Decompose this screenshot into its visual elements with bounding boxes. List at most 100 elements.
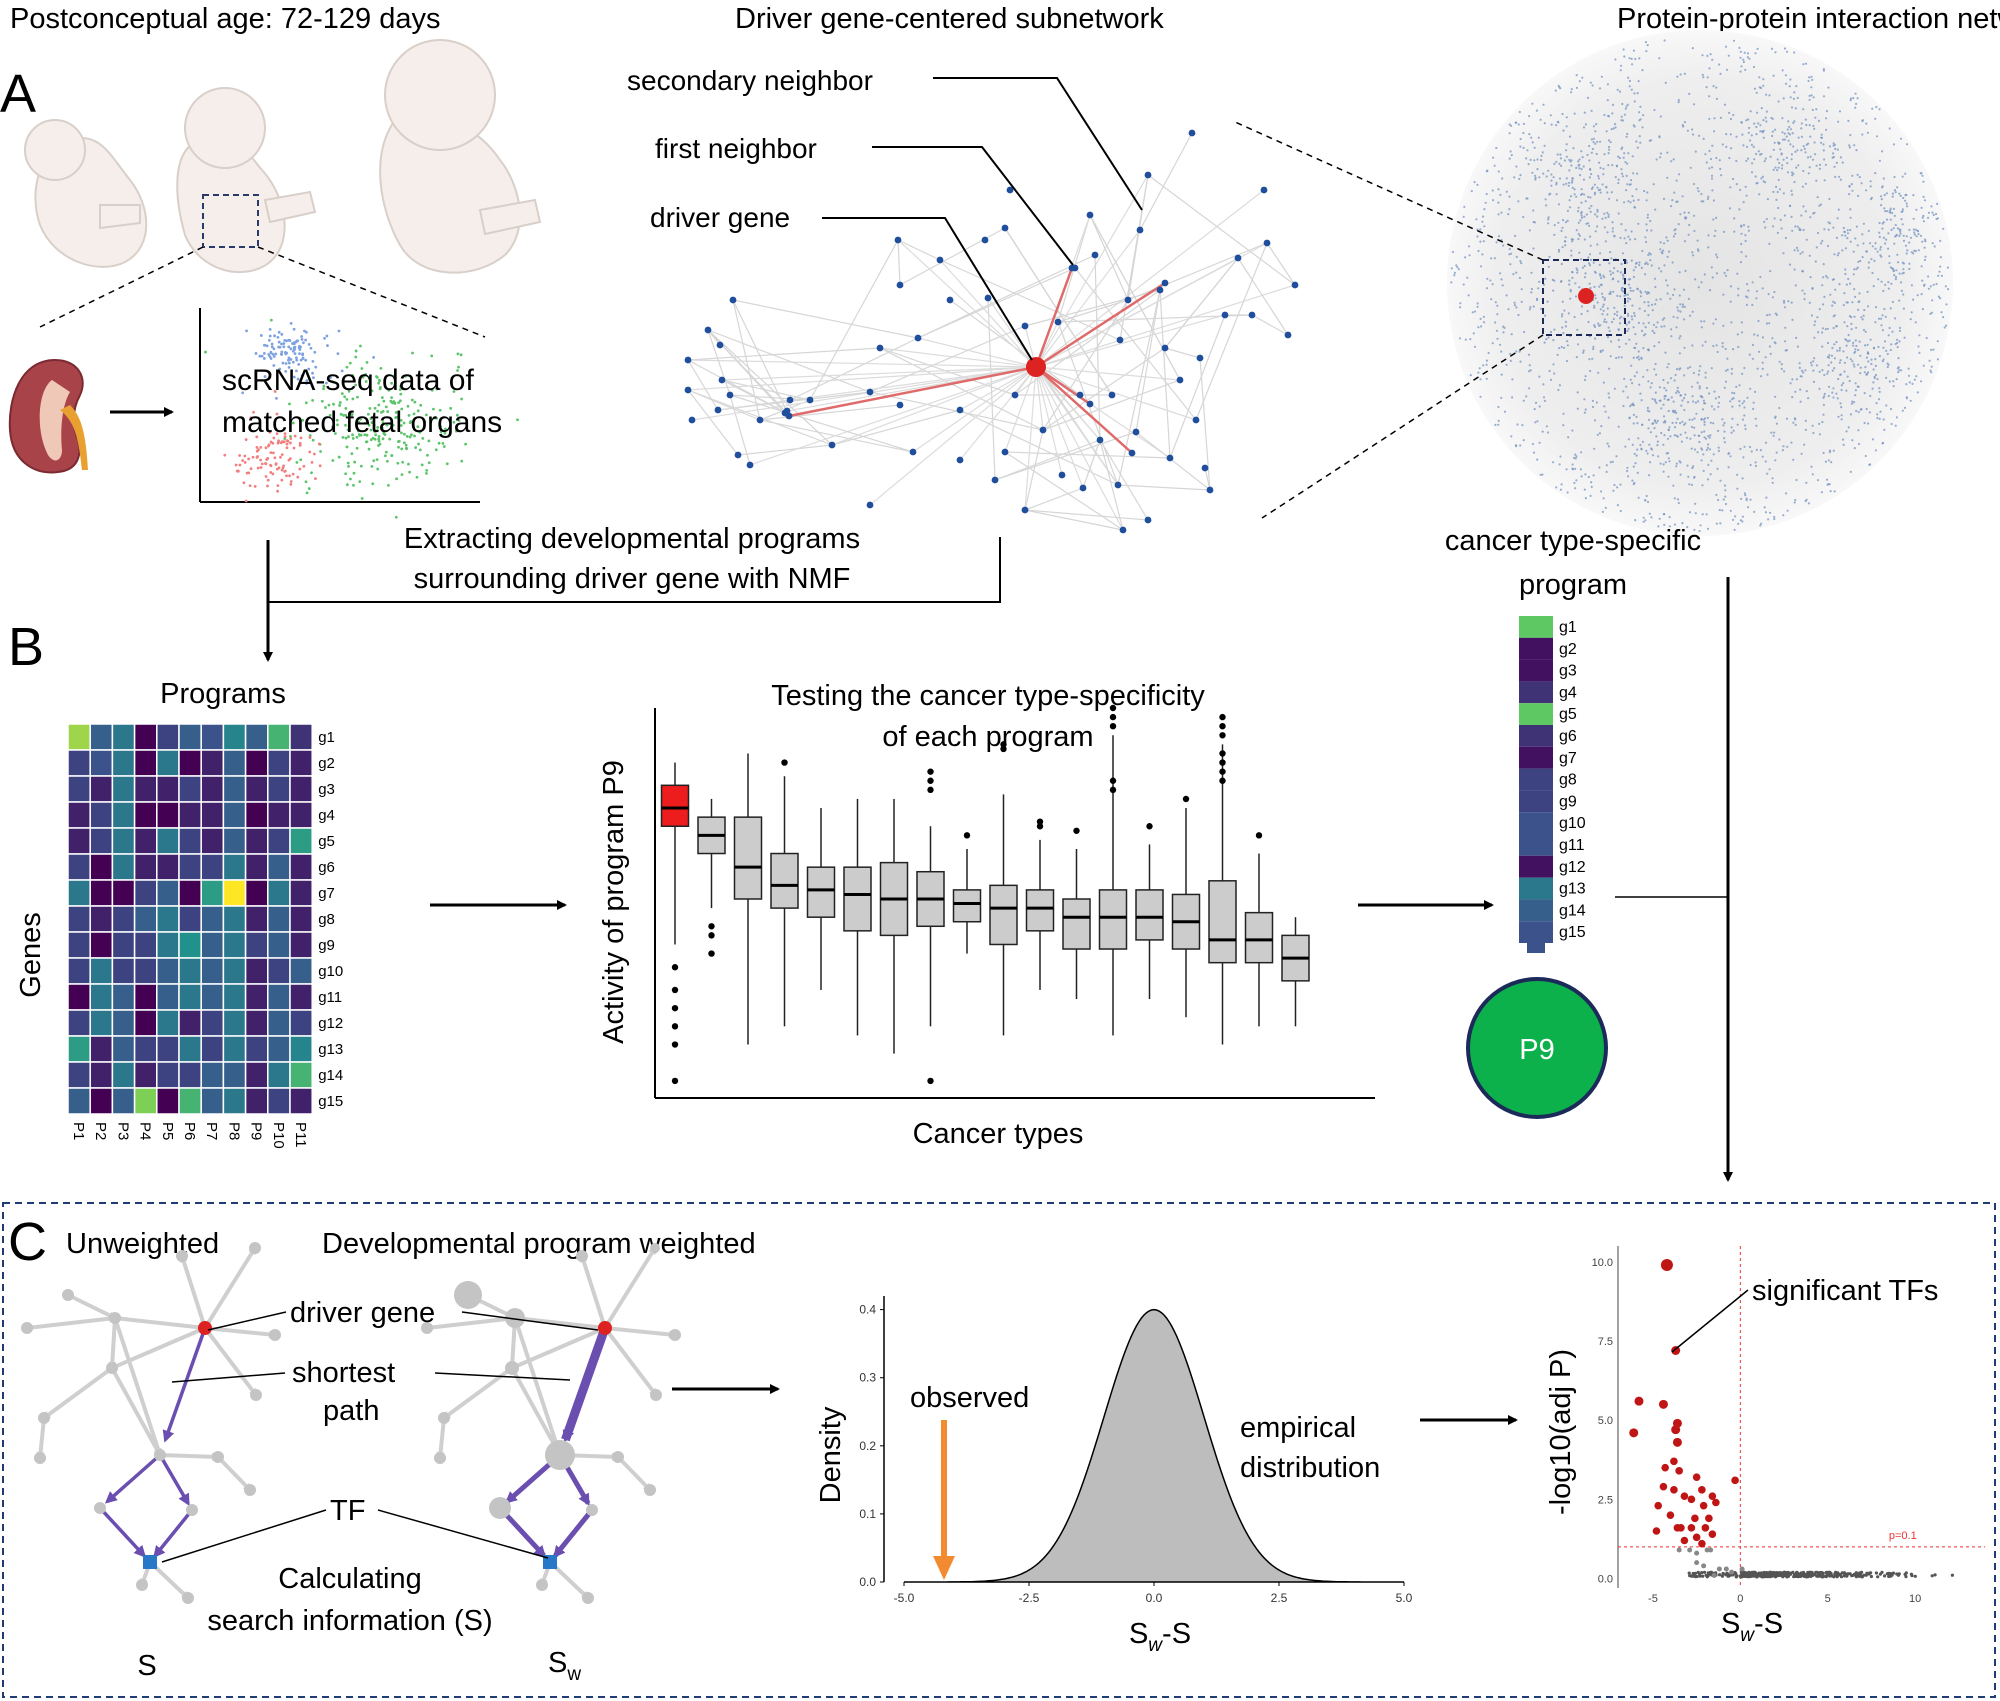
subnetwork-edge — [897, 239, 901, 286]
ppi-node — [1557, 250, 1561, 253]
ppi-node — [1620, 223, 1623, 226]
ppi-node — [1496, 313, 1499, 316]
network-node — [176, 1250, 188, 1262]
ppi-node — [1899, 230, 1902, 233]
heatmap-cell — [244, 1009, 269, 1037]
scrna-cell-cluster-2 — [464, 442, 468, 446]
ppi-node — [1887, 334, 1890, 337]
ppi-node — [1622, 48, 1625, 51]
ppi-node — [1889, 218, 1892, 221]
subnetwork-node — [1132, 428, 1140, 436]
ppi-node — [1780, 167, 1784, 170]
ppi-node — [1708, 448, 1712, 451]
heatmap-cell — [222, 1009, 247, 1037]
subnetwork-edge — [687, 347, 881, 361]
ppi-node — [1803, 292, 1806, 295]
ppi-node — [1756, 367, 1759, 370]
ppi-node — [1935, 212, 1938, 216]
volcano-point-significant — [1698, 1486, 1706, 1494]
cts-label-line2: program — [1519, 569, 1627, 601]
ppi-node — [1811, 158, 1815, 161]
ppi-node — [1611, 278, 1614, 281]
ppi-node — [1472, 332, 1475, 335]
density-y-tick-label: 0.0 — [859, 1575, 876, 1589]
scrna-cell-cluster-1 — [295, 358, 299, 362]
ppi-node — [1684, 393, 1687, 396]
ppi-node — [1538, 176, 1541, 179]
volcano-point-nonsignificant — [1720, 1574, 1724, 1578]
ppi-node — [1942, 227, 1945, 230]
ppi-node — [1607, 145, 1611, 149]
ppi-node — [1827, 459, 1830, 462]
volcano-point-nonsignificant — [1769, 1570, 1773, 1575]
box-outlier — [1109, 722, 1117, 730]
scrna-cell-cluster-3 — [281, 440, 285, 444]
ppi-node — [1639, 295, 1642, 298]
ppi-zoom-line-bottom — [1261, 334, 1544, 519]
ppi-node — [1855, 344, 1858, 348]
scrna-cell-cluster-1 — [312, 376, 315, 380]
ppi-node — [1759, 524, 1762, 527]
ppi-node — [1877, 278, 1880, 281]
scrna-cell-cluster-3 — [314, 477, 317, 481]
ppi-node — [1578, 174, 1582, 177]
ppi-node — [1602, 309, 1605, 312]
ppi-node — [1777, 166, 1780, 169]
volcano-x-tick-label: 10 — [1909, 1593, 1921, 1605]
ppi-node — [1813, 336, 1816, 339]
ppi-node — [1795, 166, 1798, 169]
ppi-node — [1879, 246, 1882, 249]
ppi-node — [1597, 371, 1600, 374]
heatmap-cell — [156, 1009, 180, 1037]
ppi-node — [1737, 345, 1740, 349]
ppi-node — [1857, 385, 1860, 388]
ppi-node — [1906, 249, 1909, 252]
density-y-tick-label: 0.2 — [859, 1439, 876, 1453]
ppi-node — [1719, 522, 1722, 525]
ppi-node — [1782, 299, 1786, 303]
ppi-node — [1673, 379, 1676, 382]
ppi-node — [1626, 103, 1629, 106]
ppi-node — [1623, 113, 1626, 116]
ppi-node — [1654, 400, 1657, 403]
ppi-node — [1841, 161, 1844, 164]
scrna-cell-cluster-3 — [272, 451, 275, 455]
ppi-node — [1920, 380, 1923, 383]
ppi-node — [1620, 356, 1623, 359]
ppi-node — [1630, 230, 1633, 233]
ppi-node — [1919, 234, 1922, 237]
ppi-node — [1579, 219, 1582, 222]
ppi-node — [1502, 331, 1505, 334]
ppi-node — [1778, 141, 1781, 145]
ppi-node — [1739, 188, 1742, 191]
ppi-node — [1570, 164, 1573, 167]
ppi-node — [1653, 427, 1656, 430]
ppi-node — [1708, 95, 1711, 98]
ppi-node — [1561, 112, 1564, 116]
ppi-node — [1592, 347, 1595, 351]
ppi-node — [1724, 45, 1728, 48]
ppi-node — [1903, 336, 1906, 339]
box-outlier — [1109, 713, 1117, 721]
ppi-node — [1736, 423, 1739, 426]
ppi-node — [1552, 289, 1555, 292]
scrna-cell-cluster-3 — [317, 442, 321, 446]
ppi-node — [1810, 314, 1813, 317]
ppi-node — [1646, 44, 1649, 47]
ppi-node — [1747, 118, 1750, 121]
scrna-label-line2: matched fetal organs — [222, 406, 502, 439]
scrna-cell-cluster-2 — [455, 413, 459, 417]
ppi-node — [1717, 395, 1721, 399]
ppi-node — [1641, 440, 1644, 443]
ppi-node — [1575, 267, 1578, 270]
scrna-cell-cluster-2 — [456, 352, 460, 356]
scrna-cell-cluster-2 — [347, 389, 351, 393]
scrna-cell-cluster-2 — [327, 403, 331, 407]
ppi-node — [1793, 268, 1796, 271]
ppi-node — [1540, 307, 1543, 310]
scrna-cell-cluster-2 — [391, 401, 394, 405]
subnetwork-node — [866, 501, 874, 509]
volcano-point-nonsignificant — [1758, 1572, 1762, 1576]
box-outlier — [1146, 823, 1153, 830]
scrna-cell-cluster-2 — [320, 399, 324, 403]
